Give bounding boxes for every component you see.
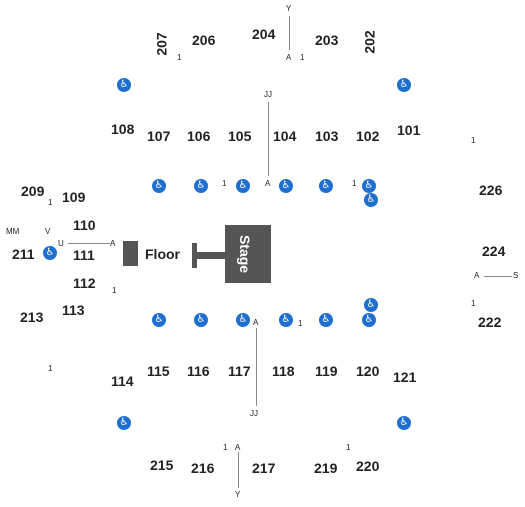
section-105[interactable]: 105 <box>228 128 252 144</box>
aisle-line-upper-center <box>268 102 269 176</box>
row-label: V <box>45 227 51 236</box>
row-label: 1 <box>471 136 476 145</box>
section-113[interactable]: 113 <box>62 302 85 318</box>
wheelchair-icon: ♿ <box>236 313 250 327</box>
row-label: 1 <box>48 364 53 373</box>
section-120[interactable]: 120 <box>356 363 380 379</box>
section-106[interactable]: 106 <box>187 128 211 144</box>
row-label: 1 <box>222 179 227 188</box>
section-115[interactable]: 115 <box>147 363 170 379</box>
section-103[interactable]: 103 <box>315 128 339 144</box>
row-label: 1 <box>471 299 476 308</box>
section-216[interactable]: 216 <box>191 460 215 476</box>
row-label: 1 <box>298 319 303 328</box>
section-114[interactable]: 114 <box>111 373 134 389</box>
row-label: 1 <box>346 443 351 452</box>
floor-label: Floor <box>145 246 180 262</box>
section-224[interactable]: 224 <box>482 243 506 259</box>
row-label: A <box>474 271 480 280</box>
section-211[interactable]: 211 <box>12 246 35 262</box>
aisle-line-right <box>484 276 512 277</box>
row-label: 1 <box>352 179 357 188</box>
section-207[interactable]: 207 <box>153 32 170 56</box>
row-label: A <box>110 239 116 248</box>
wheelchair-icon: ♿ <box>364 298 378 312</box>
row-label: A <box>286 53 292 62</box>
section-209[interactable]: 209 <box>21 183 45 199</box>
section-217[interactable]: 217 <box>252 460 276 476</box>
section-202[interactable]: 202 <box>361 30 378 54</box>
stage-label: Stage <box>237 234 254 274</box>
section-107[interactable]: 107 <box>147 128 171 144</box>
aisle-line-top <box>289 16 290 50</box>
row-label: A <box>235 443 241 452</box>
wheelchair-icon: ♿ <box>43 246 57 260</box>
aisle-line-lower-center <box>256 328 257 406</box>
wheelchair-icon: ♿ <box>194 179 208 193</box>
stage-left-bar <box>192 243 197 268</box>
row-label: U <box>58 239 64 248</box>
section-213[interactable]: 213 <box>20 309 44 325</box>
stage <box>225 225 271 283</box>
row-label: A <box>253 318 259 327</box>
aisle-line-left <box>68 243 110 244</box>
wheelchair-icon: ♿ <box>152 313 166 327</box>
row-label: 1 <box>112 286 117 295</box>
section-101[interactable]: 101 <box>397 122 421 138</box>
wheelchair-icon: ♿ <box>362 313 376 327</box>
section-219[interactable]: 219 <box>314 460 338 476</box>
section-215[interactable]: 215 <box>150 457 174 473</box>
section-222[interactable]: 222 <box>478 314 502 330</box>
section-204[interactable]: 204 <box>252 26 276 42</box>
wheelchair-icon: ♿ <box>279 313 293 327</box>
row-label: Y <box>235 490 241 499</box>
row-label: 1 <box>177 53 182 62</box>
section-104[interactable]: 104 <box>273 128 297 144</box>
row-label: MM <box>6 227 20 236</box>
wheelchair-icon: ♿ <box>362 179 376 193</box>
section-109[interactable]: 109 <box>62 189 86 205</box>
wheelchair-icon: ♿ <box>397 78 411 92</box>
wheelchair-icon: ♿ <box>279 179 293 193</box>
section-117[interactable]: 117 <box>228 363 251 379</box>
section-108[interactable]: 108 <box>111 121 135 137</box>
section-203[interactable]: 203 <box>315 32 339 48</box>
wheelchair-icon: ♿ <box>117 416 131 430</box>
wheelchair-icon: ♿ <box>152 179 166 193</box>
wheelchair-icon: ♿ <box>319 179 333 193</box>
row-label: A <box>265 179 271 188</box>
section-116[interactable]: 116 <box>187 363 210 379</box>
section-111[interactable]: 111 <box>73 247 95 263</box>
row-label: S <box>513 271 519 280</box>
section-206[interactable]: 206 <box>192 32 216 48</box>
section-220[interactable]: 220 <box>356 458 380 474</box>
row-label: Y <box>286 4 292 13</box>
wheelchair-icon: ♿ <box>397 416 411 430</box>
wheelchair-icon: ♿ <box>364 193 378 207</box>
row-label: 1 <box>48 198 53 207</box>
aisle-line-bottom <box>238 452 239 488</box>
wheelchair-icon: ♿ <box>319 313 333 327</box>
section-112[interactable]: 112 <box>73 275 96 291</box>
row-label: 1 <box>223 443 228 452</box>
section-102[interactable]: 102 <box>356 128 380 144</box>
section-110[interactable]: 110 <box>73 217 96 233</box>
section-119[interactable]: 119 <box>315 363 338 379</box>
wheelchair-icon: ♿ <box>236 179 250 193</box>
wheelchair-icon: ♿ <box>117 78 131 92</box>
section-118[interactable]: 118 <box>272 363 295 379</box>
row-label: JJ <box>250 409 258 418</box>
row-label: 1 <box>300 53 305 62</box>
floor-section-block[interactable] <box>123 241 138 266</box>
wheelchair-icon: ♿ <box>194 313 208 327</box>
row-label: JJ <box>264 90 272 99</box>
section-121[interactable]: 121 <box>393 369 417 385</box>
section-226[interactable]: 226 <box>479 182 503 198</box>
stage-connector <box>196 252 226 259</box>
